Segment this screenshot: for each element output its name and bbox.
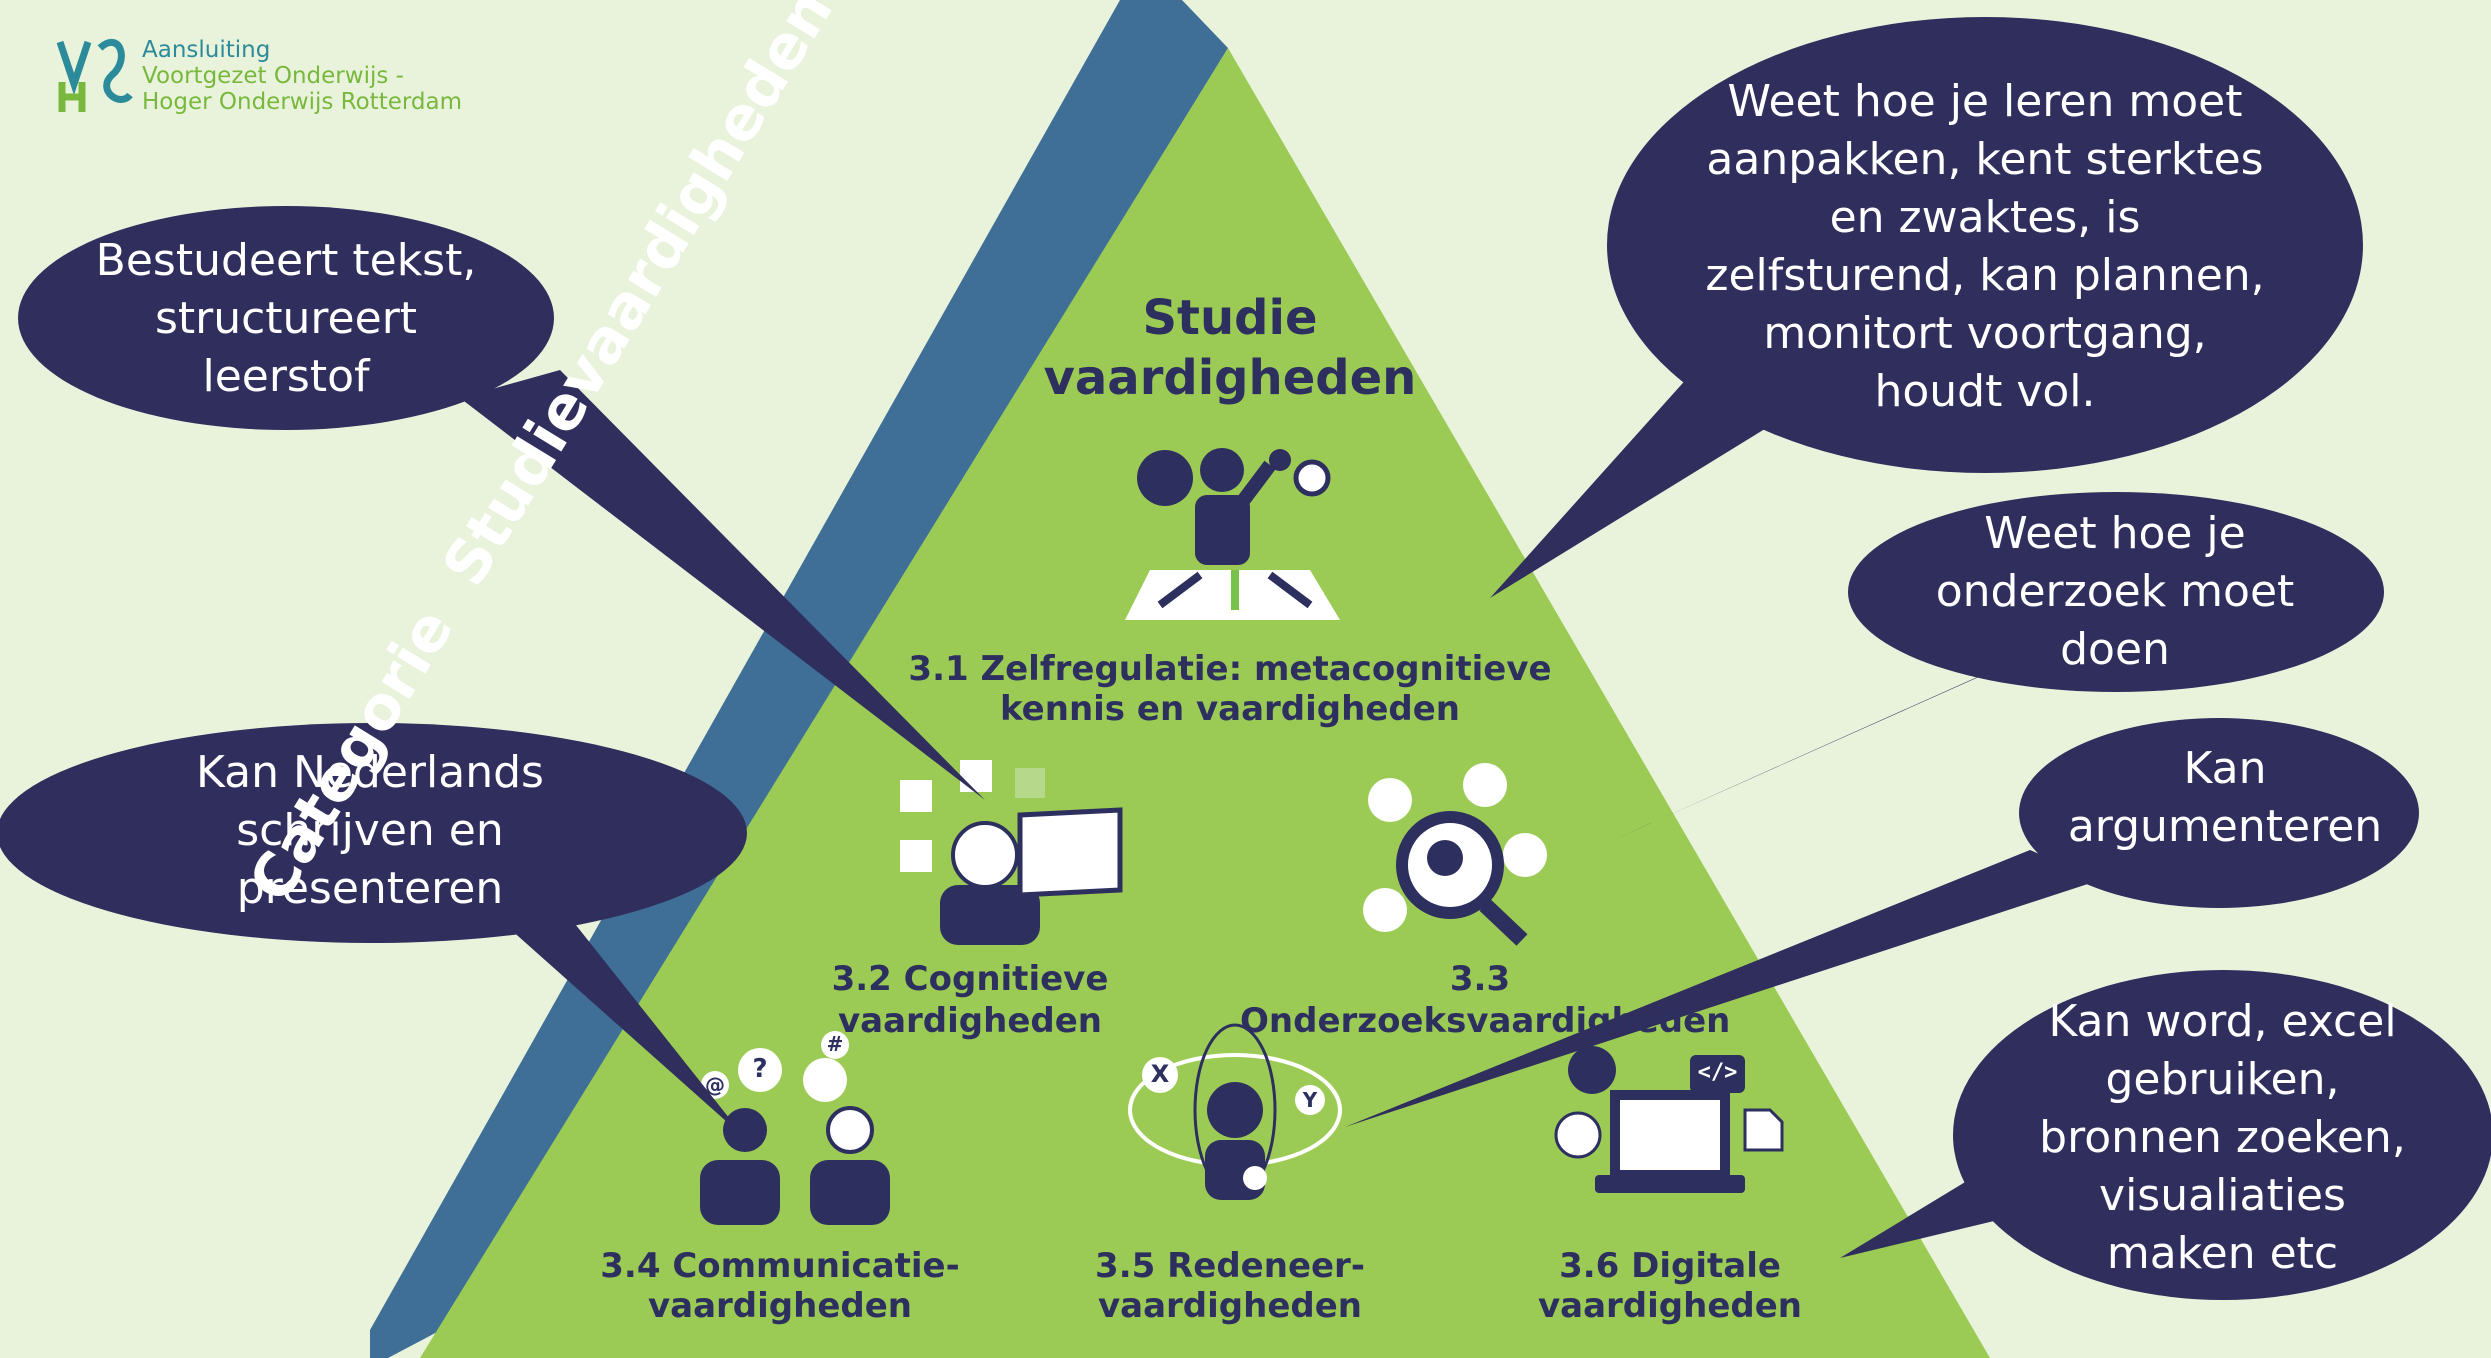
- category-band: [370, 0, 1228, 1358]
- x-symbol-icon: X: [1150, 1060, 1170, 1088]
- speech-bubble-research: [1602, 492, 2384, 845]
- hash-symbol-icon: #: [826, 1032, 844, 1056]
- logo-line-2: Voortgezet Onderwijs -: [142, 63, 404, 89]
- skill-3-5-line-2: vaardigheden: [1097, 1286, 1362, 1326]
- y-symbol-icon: Y: [1302, 1088, 1318, 1112]
- at-symbol-icon: @: [705, 1073, 725, 1097]
- communication-skills-icon: [700, 1031, 890, 1225]
- question-symbol-icon: ?: [752, 1054, 768, 1084]
- logo-mark: [56, 38, 133, 112]
- reasoning-skills-icon: [1128, 1023, 1342, 1200]
- skill-3-1-line-2: kennis en vaardigheden: [999, 689, 1460, 729]
- speech-bubble-communication: [0, 723, 747, 1138]
- speech-bubble-self-regulation: [1490, 17, 2363, 598]
- research-skills-icon: [1363, 763, 1547, 946]
- speech-bubble-reasoning: [1345, 718, 2419, 1127]
- skill-3-4-line-2: vaardigheden: [647, 1286, 912, 1326]
- code-symbol-icon: </>: [1697, 1060, 1738, 1085]
- self-regulation-icon: [1125, 448, 1340, 620]
- skill-3-6-line-1: 3.6 Digitale: [1559, 1246, 1781, 1286]
- skill-3-6-line-2: vaardigheden: [1537, 1286, 1802, 1326]
- speech-bubble-cognitive: [18, 206, 985, 800]
- pyramid-title-line-1: Studie: [1142, 290, 1318, 346]
- cognitive-skills-icon: [900, 760, 1123, 945]
- skill-3-4-line-1: 3.4 Communicatie-: [600, 1246, 960, 1286]
- skill-3-3: 3.3 Onderzoeksvaardigheden: [1240, 959, 1731, 1041]
- logo-line-1: Aansluiting: [142, 37, 271, 63]
- skill-3-5-line-1: 3.5 Redeneer-: [1095, 1246, 1365, 1286]
- pyramid-title-line-2: vaardigheden: [1043, 350, 1417, 406]
- skill-3-2: 3.2 Cognitieve vaardigheden: [831, 959, 1109, 1041]
- logo-line-3: Hoger Onderwijs Rotterdam: [142, 89, 463, 115]
- skill-3-1-line-1: 3.1 Zelfregulatie: metacognitieve: [908, 649, 1552, 689]
- digital-skills-icon: [1554, 1046, 1784, 1193]
- speech-bubble-digital: [1840, 970, 2491, 1300]
